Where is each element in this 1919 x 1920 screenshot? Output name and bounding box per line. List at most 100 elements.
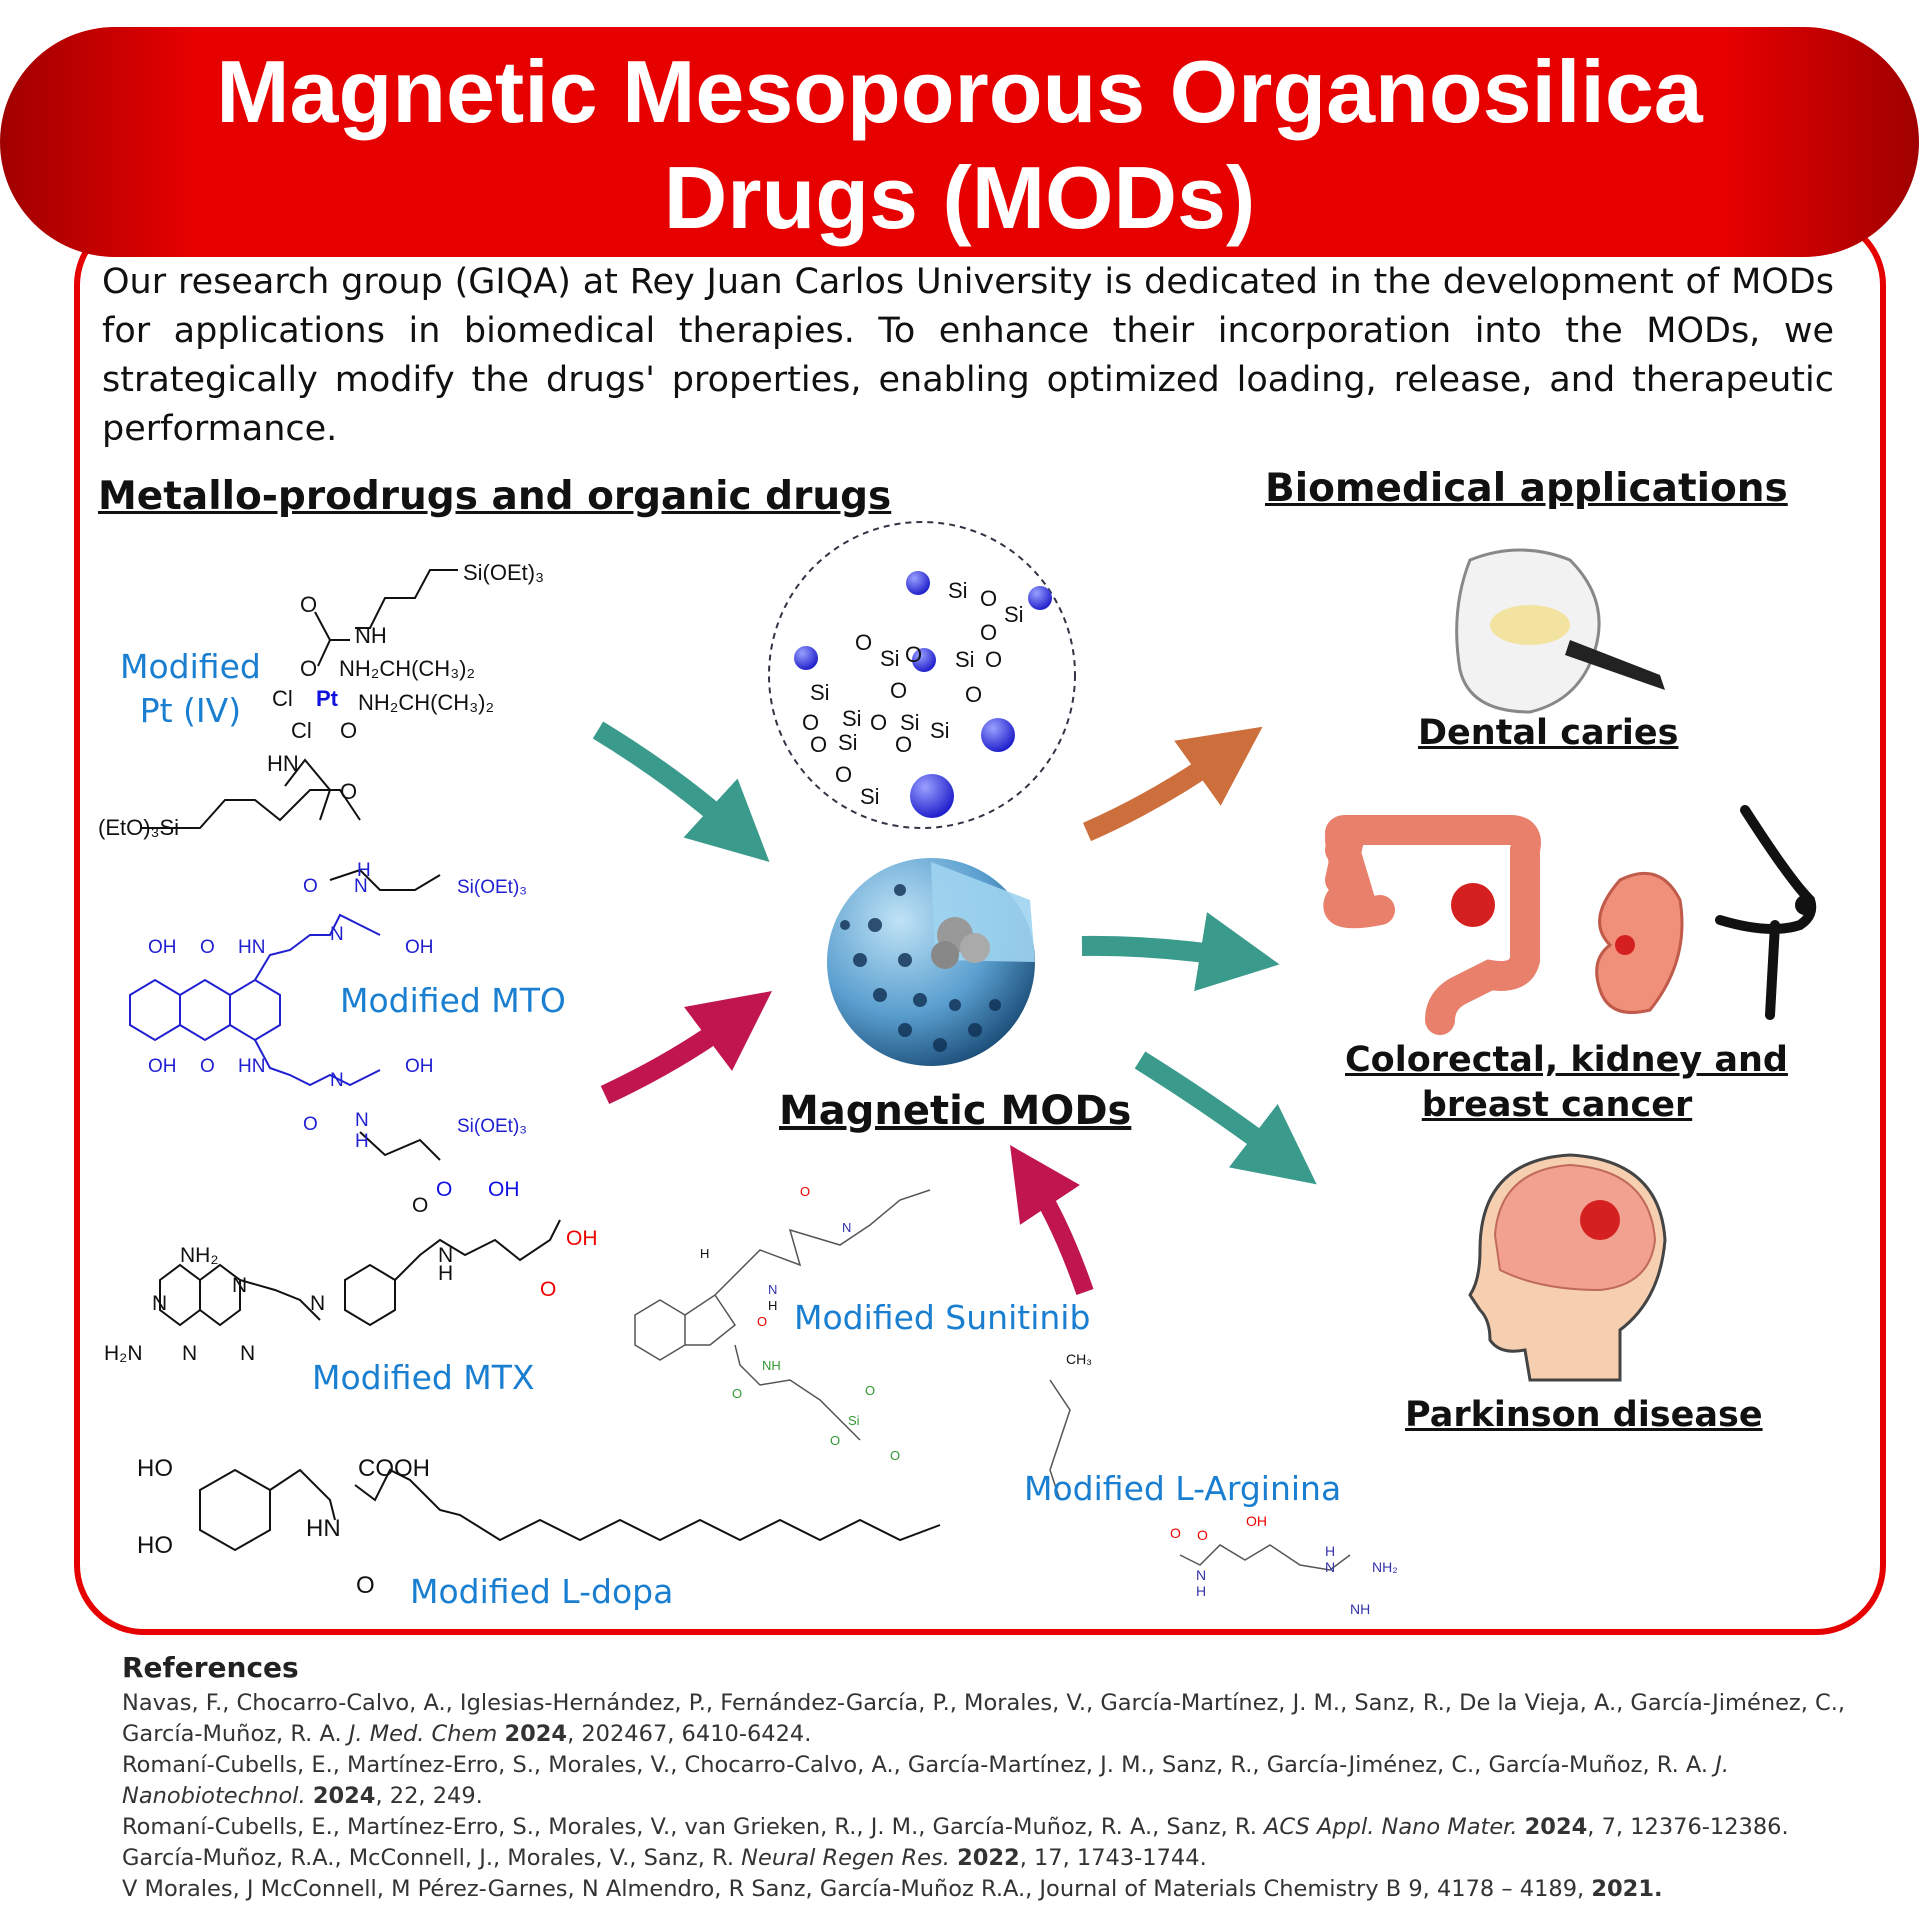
structure-atom-label-sunitinib: N xyxy=(842,1220,851,1235)
tumor-kidney xyxy=(1615,935,1635,955)
structure-atom-label-mto: H xyxy=(357,860,371,881)
structure-atom-label-mtx: H₂N xyxy=(104,1342,142,1365)
structure-atom-label-sunitinib: H xyxy=(700,1246,709,1261)
app-dental-caries: Dental caries xyxy=(1418,713,1679,753)
label-mto: Modified MTO xyxy=(340,981,566,1020)
structure-atom-label-silica: Si xyxy=(838,730,858,755)
structure-atom-label-silica: Si xyxy=(1004,602,1024,627)
reference-pages: , 17, 1743-1744. xyxy=(1019,1845,1207,1871)
structure-atom-label-pt: O xyxy=(300,592,317,617)
breast-icon xyxy=(1715,805,1817,1020)
label-pt-iv: Modified Pt (IV) xyxy=(120,647,261,730)
structure-atom-label-pt: NH₂CH(CH₃)₂ xyxy=(358,690,494,715)
structure-atom-label-mtx: N xyxy=(240,1342,255,1365)
reference-journal: J. Med. Chem xyxy=(348,1721,505,1747)
structure-atom-label-mto: OH xyxy=(148,937,177,958)
structure-atom-label-mtx: NH₂ xyxy=(180,1244,218,1267)
structure-atom-label-ldopa: HO xyxy=(137,1532,173,1559)
structure-atom-label-mto: HN xyxy=(238,1056,265,1077)
reference-item: Navas, F., Chocarro-Calvo, A., Iglesias-… xyxy=(122,1688,1902,1750)
structure-atom-label-pt: O xyxy=(340,718,357,743)
reference-item: Romaní-Cubells, E., Martínez-Erro, S., M… xyxy=(122,1750,1902,1812)
reference-journal: Neural Regen Res. xyxy=(741,1845,958,1871)
structure-atom-label-mto: H xyxy=(355,1131,369,1152)
magnetic-mods-label: Magnetic MODs xyxy=(779,1088,1132,1134)
drugs-heading: Metallo-prodrugs and organic drugs xyxy=(98,474,892,519)
structure-atom-label-arginina: CH₃ xyxy=(1066,1351,1092,1367)
structure-atom-label-silica: O xyxy=(965,682,982,707)
structure-atom-label-silica: O xyxy=(890,678,907,703)
structure-atom-label-mtx: N xyxy=(152,1292,167,1315)
structure-atom-label-silica: O xyxy=(905,642,922,667)
structure-atom-label-pt: (EtO)₃Si xyxy=(98,815,179,840)
structure-atom-label-mto: O xyxy=(200,937,215,958)
reference-year: 2021. xyxy=(1591,1876,1663,1902)
structure-atom-label-arginina: O xyxy=(1197,1527,1208,1543)
structure-atom-label-arginina: N xyxy=(1196,1567,1206,1583)
structure-atom-label-arginina: O xyxy=(1170,1525,1181,1541)
mesoporous-sphere-icon xyxy=(827,858,1035,1066)
app-cancer-line-2: breast cancer xyxy=(1421,1085,1693,1125)
title-line-2: Drugs (MODs) xyxy=(663,148,1256,247)
structure-atom-label-silica: Si xyxy=(955,647,975,672)
structure-atom-label-pt: HN xyxy=(267,751,299,776)
silica-structure-bubble xyxy=(768,521,1076,829)
sunitinib-bonds xyxy=(634,1189,1351,1571)
structure-atom-label-arginina: OH xyxy=(1246,1513,1267,1529)
structure-atom-label-ldopa: COOH xyxy=(358,1455,430,1482)
arrow-to-cancer xyxy=(1081,912,1280,992)
structure-atom-label-mtx: N xyxy=(438,1244,453,1267)
reference-year: 2024 xyxy=(312,1783,376,1809)
structure-atom-label-mto: N xyxy=(354,876,368,897)
structure-atom-label-sunitinib: O xyxy=(757,1314,767,1329)
label-l-dopa: Modified L-dopa xyxy=(410,1572,674,1611)
structure-atom-label-arginina: NH₂ xyxy=(1372,1559,1398,1575)
reference-pages: , 202467, 6410-6424. xyxy=(567,1721,812,1747)
structure-atom-label-mto: N xyxy=(330,1070,344,1091)
structure-atom-label-silica: O xyxy=(802,710,819,735)
brain-head-illustration xyxy=(1468,1153,1667,1382)
kidney-illustration xyxy=(1595,871,1684,1014)
app-cancer: Colorectal, kidney and breast cancer xyxy=(1345,1040,1788,1130)
references-list: Navas, F., Chocarro-Calvo, A., Iglesias-… xyxy=(122,1688,1902,1905)
label-l-arginina: Modified L-Arginina xyxy=(1024,1469,1342,1508)
structure-atom-label-silica: Si xyxy=(810,680,830,705)
magnetic-nanoparticle-balls xyxy=(794,571,1052,818)
app-parkinson: Parkinson disease xyxy=(1405,1395,1763,1435)
reference-item: Romaní-Cubells, E., Martínez-Erro, S., M… xyxy=(122,1812,1902,1843)
reference-authors: Romaní-Cubells, E., Martínez-Erro, S., M… xyxy=(122,1752,1716,1778)
structure-atom-label-pt: Cl xyxy=(272,686,293,711)
structure-atom-label-silica: Si xyxy=(880,646,900,671)
structure-atom-label-mto: O xyxy=(303,876,318,897)
tooth-illustration xyxy=(1455,548,1665,714)
arrow-to-dental xyxy=(1082,726,1263,842)
app-cancer-line-1: Colorectal, kidney and xyxy=(1345,1040,1788,1080)
mto-ring-bonds xyxy=(129,913,381,1087)
structure-atom-label-pt: O xyxy=(340,779,357,804)
structure-atom-label-mto: OH xyxy=(405,937,434,958)
label-mtx: Modified MTX xyxy=(312,1358,535,1397)
structure-atom-label-arginina: NH xyxy=(1350,1601,1370,1617)
reference-item: V Morales, J McConnell, M Pérez-Garnes, … xyxy=(122,1874,1902,1905)
arrow-pt-to-mods xyxy=(592,721,770,863)
structure-atom-label-mtx: OH xyxy=(566,1227,598,1250)
structure-atom-label-mto: OH xyxy=(148,1056,177,1077)
arrow-to-parkinson xyxy=(1134,1051,1317,1185)
structure-atom-label-ldopa: HN xyxy=(306,1515,341,1542)
structure-atom-label-pt: O xyxy=(300,656,317,681)
structure-atom-label-pt: NH₂CH(CH₃)₂ xyxy=(339,656,475,681)
structure-atom-label-sunitinib: H xyxy=(768,1298,777,1313)
reference-year: 2024 xyxy=(504,1721,568,1747)
structure-atom-label-mtx: O xyxy=(436,1178,452,1201)
structure-atom-label-silica: Si xyxy=(860,784,880,809)
structure-atom-label-silica: O xyxy=(985,647,1002,672)
structure-atom-label-mto: N xyxy=(330,924,344,945)
structure-atom-label-pt: Pt xyxy=(316,686,339,711)
structure-atom-label-mto: O xyxy=(200,1056,215,1077)
structure-atom-label-sunitinib: O xyxy=(800,1184,810,1199)
structure-atom-label-mtx: OH xyxy=(488,1178,520,1201)
structure-atom-label-mto: Si(OEt)₃ xyxy=(457,877,527,898)
structure-atom-label-silica: O xyxy=(810,732,827,757)
reference-journal: J. Nanobiotechnol. xyxy=(122,1752,1730,1809)
